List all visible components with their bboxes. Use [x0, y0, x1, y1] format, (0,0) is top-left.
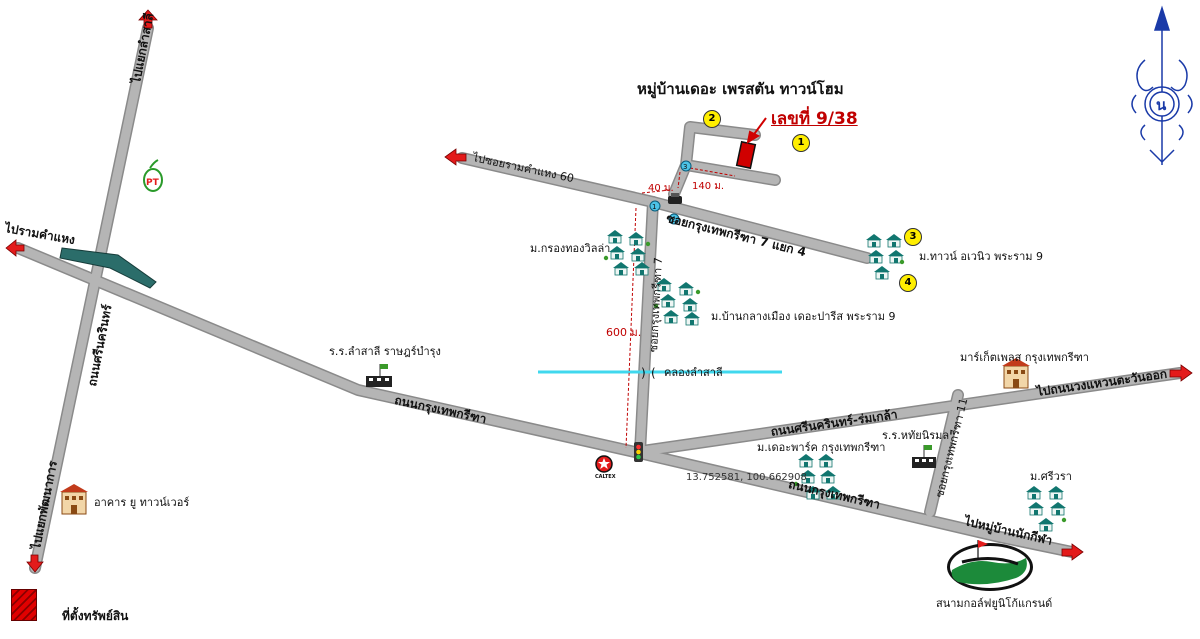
place-town-avenue: ม.ทาวน์ อเวนิว พระราม 9 — [919, 250, 1044, 263]
legend-label: ที่ตั้งทรัพย์สิน — [62, 609, 129, 623]
arrow-down-icon — [26, 554, 44, 573]
place-golf-course: สนามกอล์ฟยูนิโก้แกรนด์ — [936, 597, 1053, 610]
caltex-logo-icon — [595, 455, 613, 473]
place-market-place: มาร์เก็ตเพลส กรุงเทพกรีฑา — [960, 351, 1089, 364]
badge-4: 4 — [899, 274, 917, 292]
golf-course-icon — [947, 540, 1033, 591]
north-symbol: น — [1156, 96, 1167, 114]
overpass-bridge — [59, 247, 157, 289]
arrow-right-icon — [1061, 543, 1084, 561]
pointer-arrow-icon — [746, 117, 767, 145]
badge-3: 3 — [904, 228, 922, 246]
arrow-left-icon — [444, 148, 467, 166]
place-sriwara: ม.ศรีวรา — [1030, 470, 1072, 483]
village-krong-thong-villa — [603, 229, 651, 276]
route-markers — [649, 160, 692, 225]
svg-text:): ) — [641, 366, 646, 380]
badge-1: 1 — [792, 134, 810, 152]
pt-station-logo-icon — [143, 159, 163, 192]
svg-text:3: 3 — [683, 163, 687, 171]
distance-label-140: 140 ม. — [692, 181, 724, 192]
canal-label: คลองลำสาลี — [664, 366, 723, 379]
arrow-left-icon — [5, 239, 25, 257]
traffic-light-icon — [634, 442, 643, 462]
svg-text:1: 1 — [652, 203, 656, 211]
school-icon — [366, 364, 392, 387]
place-u-tower: อาคาร ยู ทาวน์เวอร์ — [94, 496, 190, 509]
legend-swatch — [11, 589, 37, 621]
distance-label-40: 40 ม. — [648, 183, 674, 194]
village-title: หมู่บ้านเดอะ เพรสตัน ทาวน์โฮม — [637, 80, 844, 98]
place-haruthai-school: ร.ร.หทัยนิรมล — [882, 429, 950, 442]
arrow-right-icon — [1169, 364, 1193, 382]
school-icon — [912, 445, 936, 468]
arrow-up-icon — [138, 9, 158, 29]
place-krong-thong-villa: ม.กรองทองวิลล่า — [530, 242, 611, 255]
place-lam-sali-school: ร.ร.ลำสาลี ราษฎร์บำรุง — [329, 345, 441, 358]
village-town-avenue — [865, 233, 905, 280]
distance-label-600: 600 ม. — [606, 326, 641, 339]
property-plot — [735, 140, 757, 170]
place-baan-klang-muang: ม.บ้านกลางเมือง เดอะปารีส พระราม 9 — [711, 310, 896, 323]
office-building-icon — [60, 484, 88, 515]
arrow-icons — [5, 9, 1193, 573]
caltex-label: CALTEX — [595, 474, 616, 480]
coordinates-label: 13.752581, 100.662908 — [686, 472, 807, 483]
badge-2: 2 — [703, 110, 721, 128]
plot-number: เลขที่ 9/38 — [771, 109, 858, 129]
market-building-icon — [1002, 358, 1030, 389]
svg-text:(: ( — [651, 366, 656, 380]
car-icon — [668, 193, 682, 204]
svg-text:2: 2 — [671, 216, 675, 224]
distance-lines — [625, 167, 736, 449]
north-arrow-icon — [1131, 5, 1193, 165]
place-the-park: ม.เดอะพาร์ค กรุงเทพกรีฑา — [757, 441, 886, 454]
pt-label: PT — [146, 178, 160, 188]
road-network — [12, 22, 1186, 574]
village-sriwara — [1025, 485, 1067, 532]
